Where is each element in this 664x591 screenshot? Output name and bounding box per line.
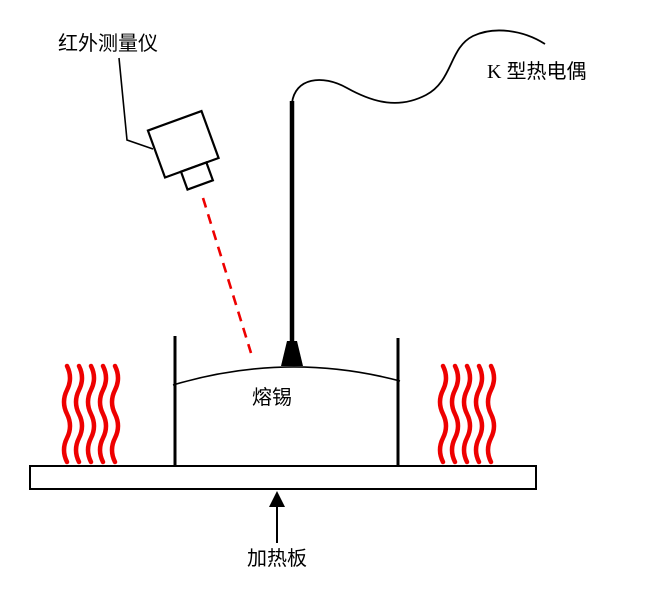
heat-wave bbox=[85, 363, 97, 465]
heat-waves-left bbox=[61, 363, 121, 465]
heater-label: 加热板 bbox=[247, 547, 307, 570]
thermocouple-label: K 型热电偶 bbox=[487, 60, 586, 83]
ir-sensor bbox=[146, 109, 220, 191]
heat-wave bbox=[449, 363, 461, 465]
heat-waves-right bbox=[437, 363, 497, 465]
ir-laser-beam bbox=[201, 197, 253, 354]
heat-wave bbox=[461, 363, 473, 465]
thermocouple-wire bbox=[291, 29, 546, 104]
ir-meter-leader-line bbox=[118, 57, 154, 150]
heat-wave bbox=[473, 363, 485, 465]
ir-sensor-lens bbox=[179, 161, 215, 191]
heat-wave bbox=[61, 363, 73, 465]
heating-plate bbox=[29, 465, 537, 490]
heater-arrow-head bbox=[269, 491, 285, 507]
heat-wave bbox=[437, 363, 449, 465]
heat-wave bbox=[109, 363, 121, 465]
heat-wave bbox=[73, 363, 85, 465]
ir-meter-label: 红外测量仪 bbox=[58, 32, 158, 55]
heat-wave bbox=[97, 363, 109, 465]
solder-surface bbox=[172, 366, 401, 386]
solder-label: 熔锡 bbox=[252, 386, 292, 409]
thermocouple-tip bbox=[281, 341, 303, 366]
heat-wave bbox=[485, 363, 497, 465]
